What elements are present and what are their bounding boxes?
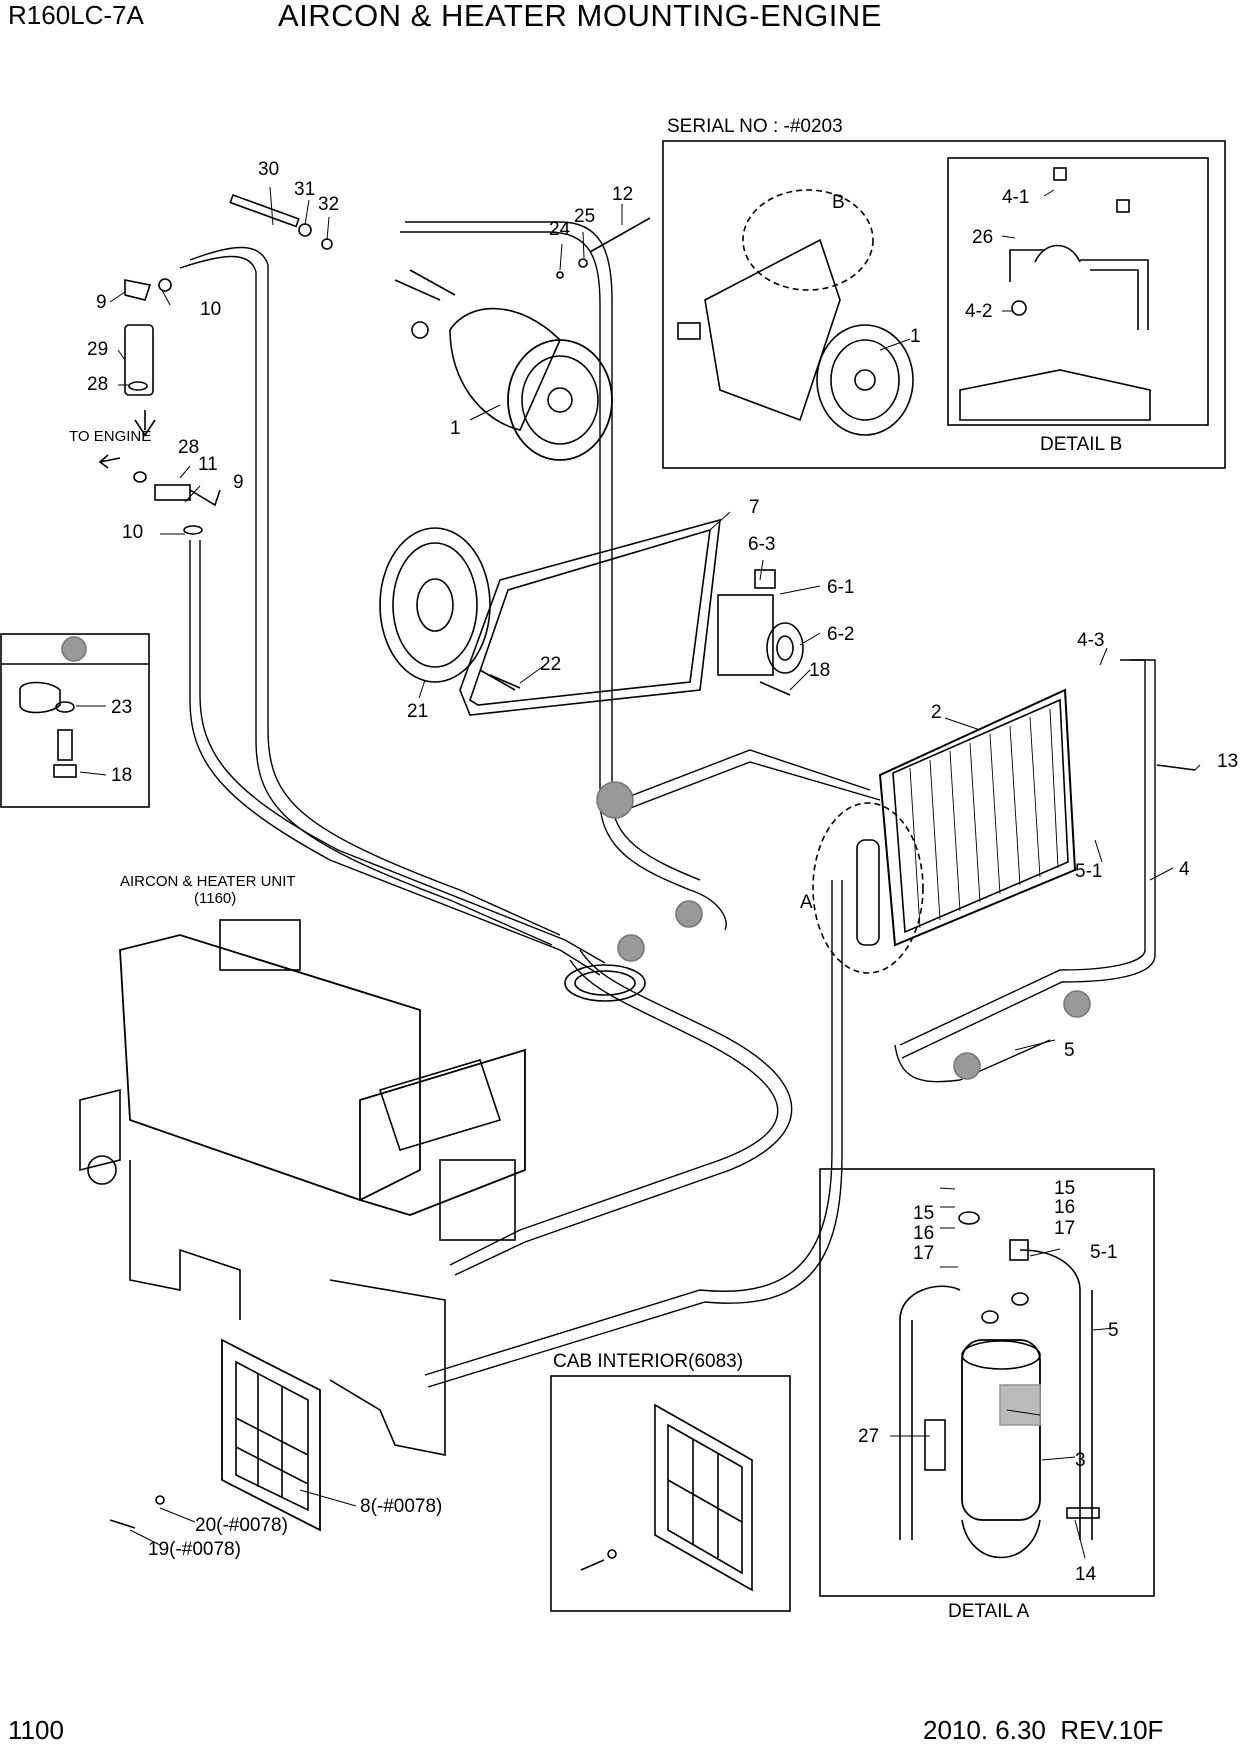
detail-a-parts	[899, 1211, 1100, 1559]
model-number: R160LC-7A	[8, 0, 144, 30]
callout-21: 21	[407, 701, 428, 722]
callout-9-top: 9	[96, 292, 107, 313]
callout-28-bottom: 28	[178, 437, 199, 458]
duct-grille-left	[221, 1338, 321, 1532]
compressor-serial	[677, 238, 914, 436]
aircon-unit-label: AIRCON & HEATER UNIT	[120, 873, 296, 890]
callout-20: 20(-#0078)	[195, 1515, 288, 1536]
callout-4-3: 4-3	[1077, 630, 1104, 651]
callout-30: 30	[258, 159, 279, 180]
page-number: 1100	[8, 1715, 64, 1745]
callout-4: 4	[1179, 859, 1190, 880]
hose-markers	[596, 781, 1091, 1080]
cab-interior-label: CAB INTERIOR(6083)	[553, 1351, 743, 1372]
legend-clamp	[19, 681, 77, 778]
detail-b-circle	[742, 189, 874, 291]
callout-3: 3	[1075, 1450, 1086, 1471]
callout-23: 23	[111, 697, 132, 718]
callout-28-top: 28	[87, 374, 108, 395]
bolt-13	[1156, 764, 1196, 771]
revision-date: 2010. 6.30 REV.10F	[923, 1715, 1164, 1745]
cab-interior-grille	[580, 1403, 753, 1592]
bolt-18	[759, 681, 791, 696]
page-title: AIRCON & HEATER MOUNTING-ENGINE	[278, 0, 882, 33]
callout-31: 31	[294, 179, 315, 200]
cab-interior-box	[550, 1375, 791, 1612]
condenser	[878, 688, 1077, 947]
condenser-fins	[909, 708, 1059, 929]
callout-8: 8(-#0078)	[360, 1496, 442, 1517]
belt	[459, 518, 721, 716]
callout-16-left: 16	[913, 1223, 934, 1244]
detail-a-label: DETAIL A	[948, 1601, 1030, 1622]
detail-b-marker: B	[832, 192, 845, 213]
to-engine-label: TO ENGINE	[69, 428, 151, 445]
left-fittings	[98, 193, 651, 535]
legend-box	[0, 633, 150, 808]
pulley	[379, 527, 491, 683]
callout-10-bottom: 10	[122, 522, 143, 543]
callout-15-right: 15	[1054, 1178, 1075, 1199]
detail-b-box	[947, 157, 1209, 426]
callout-29: 29	[87, 339, 108, 360]
callout-18-legend: 18	[111, 765, 132, 786]
callout-6-3: 6-3	[748, 534, 775, 555]
serial-box	[662, 140, 1226, 469]
compressor	[394, 269, 613, 461]
callout-26: 26	[972, 227, 993, 248]
heater-unit	[79, 919, 526, 1456]
serial-label: SERIAL NO : -#0203	[667, 116, 843, 137]
callout-13: 13	[1217, 751, 1238, 772]
callout-5-detail: 5	[1108, 1320, 1119, 1341]
callout-16-right: 16	[1054, 1197, 1075, 1218]
callout-27: 27	[858, 1426, 879, 1447]
callout-22: 22	[540, 654, 561, 675]
callout-12: 12	[612, 184, 633, 205]
callout-9-bottom: 9	[233, 472, 244, 493]
tensioner	[717, 569, 804, 676]
callout-5-main: 5	[1064, 1040, 1075, 1061]
callout-24: 24	[549, 219, 571, 240]
aircon-unit-code: (1160)	[194, 890, 236, 907]
callout-2: 2	[931, 702, 942, 723]
detail-b-label: DETAIL B	[1040, 434, 1122, 455]
callout-18-tensioner: 18	[809, 660, 830, 681]
callout-1-serial: 1	[910, 326, 921, 347]
callout-15-left: 15	[913, 1203, 934, 1224]
callout-5-1-detail: 5-1	[1090, 1242, 1117, 1263]
callout-1-main: 1	[450, 418, 461, 439]
callout-14: 14	[1075, 1564, 1097, 1585]
bolt-22	[489, 674, 521, 689]
callout-7: 7	[749, 497, 760, 518]
detail-b-parts	[959, 167, 1151, 421]
hose-lines	[179, 221, 1156, 1388]
legend-marker-icon	[61, 636, 87, 662]
callout-11: 11	[198, 454, 218, 475]
callout-25: 25	[574, 206, 595, 227]
callout-6-2: 6-2	[827, 624, 854, 645]
callout-17-right: 17	[1054, 1218, 1075, 1239]
callout-17-left: 17	[913, 1243, 934, 1264]
callout-6-1: 6-1	[827, 577, 854, 598]
callout-5-1-main: 5-1	[1075, 861, 1102, 882]
callout-4-2: 4-2	[965, 301, 992, 322]
leader-lines	[76, 186, 1201, 1559]
detail-a-marker: A	[800, 892, 813, 913]
detail-a-circle	[812, 802, 924, 974]
detail-a-box	[819, 1168, 1155, 1597]
callout-10-top: 10	[200, 299, 221, 320]
callout-32: 32	[318, 194, 339, 215]
callout-4-1: 4-1	[1002, 187, 1029, 208]
receiver-drier	[856, 839, 880, 946]
callout-19: 19(-#0078)	[148, 1539, 241, 1560]
